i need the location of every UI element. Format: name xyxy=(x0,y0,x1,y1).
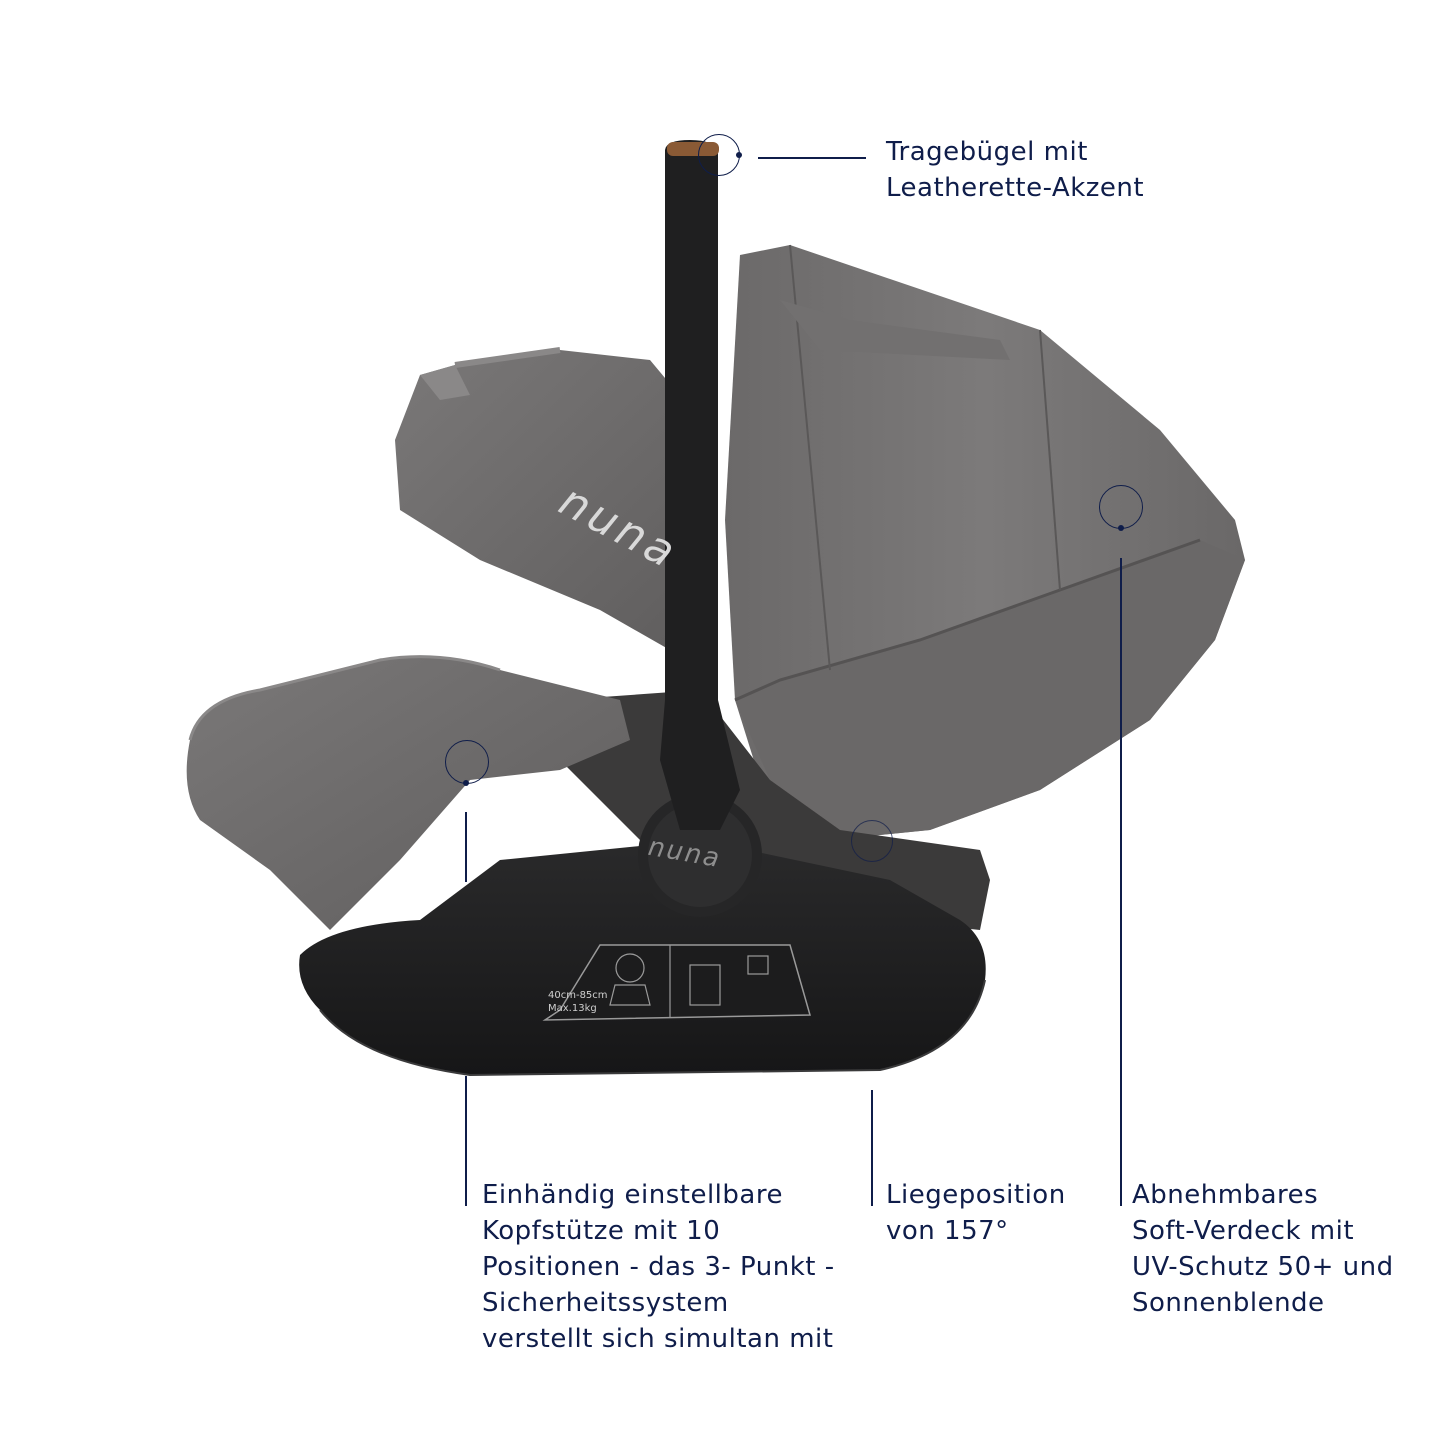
callout-headrest-line-3: Positionen - das 3- Punkt - xyxy=(482,1252,835,1282)
headrest-marker-ring xyxy=(445,740,489,784)
handle-marker-dot xyxy=(736,152,742,158)
callout-canopy: Abnehmbares Soft-Verdeck mit UV-Schutz 5… xyxy=(1132,1177,1394,1321)
headrest-marker-dot xyxy=(463,780,469,786)
callout-handle: Tragebügel mit Leatherette-Akzent xyxy=(886,134,1144,206)
headrest-cushion xyxy=(186,656,630,930)
handle-leader-line xyxy=(758,157,866,159)
sticker-size-range: 40cm-85cm xyxy=(548,990,608,1001)
canopy-leader-line xyxy=(1120,558,1122,1206)
callout-handle-line-1: Tragebügel mit xyxy=(886,137,1088,167)
callout-canopy-line-1: Abnehmbares xyxy=(1132,1180,1319,1210)
recline-marker-ring xyxy=(851,820,893,862)
callout-headrest-line-5: verstellt sich simultan mit xyxy=(482,1324,834,1354)
carry-handle xyxy=(660,140,740,830)
callout-headrest: Einhändig einstellbare Kopfstütze mit 10… xyxy=(482,1177,835,1357)
sun-visor xyxy=(395,350,705,650)
callout-canopy-line-2: Soft-Verdeck mit xyxy=(1132,1216,1355,1246)
sticker-max-weight: Max.13kg xyxy=(548,1003,597,1014)
callout-headrest-line-2: Kopfstütze mit 10 xyxy=(482,1216,721,1246)
canopy-marker-ring xyxy=(1099,485,1143,529)
callout-headrest-line-1: Einhändig einstellbare xyxy=(482,1180,783,1210)
headrest-leader-line-lower xyxy=(465,1076,467,1206)
recline-leader-line xyxy=(871,1090,873,1206)
canopy-marker-dot xyxy=(1118,525,1124,531)
headrest-leader-line-upper xyxy=(465,812,467,882)
callout-recline: Liegeposition von 157° xyxy=(886,1177,1066,1249)
callout-canopy-line-4: Sonnenblende xyxy=(1132,1288,1325,1318)
callout-headrest-line-4: Sicherheitssystem xyxy=(482,1288,729,1318)
handle-marker-ring xyxy=(698,134,740,176)
callout-canopy-line-3: UV-Schutz 50+ und xyxy=(1132,1252,1394,1282)
callout-recline-line-1: Liegeposition xyxy=(886,1180,1066,1210)
callout-recline-line-2: von 157° xyxy=(886,1216,1009,1246)
callout-handle-line-2: Leatherette-Akzent xyxy=(886,173,1145,203)
